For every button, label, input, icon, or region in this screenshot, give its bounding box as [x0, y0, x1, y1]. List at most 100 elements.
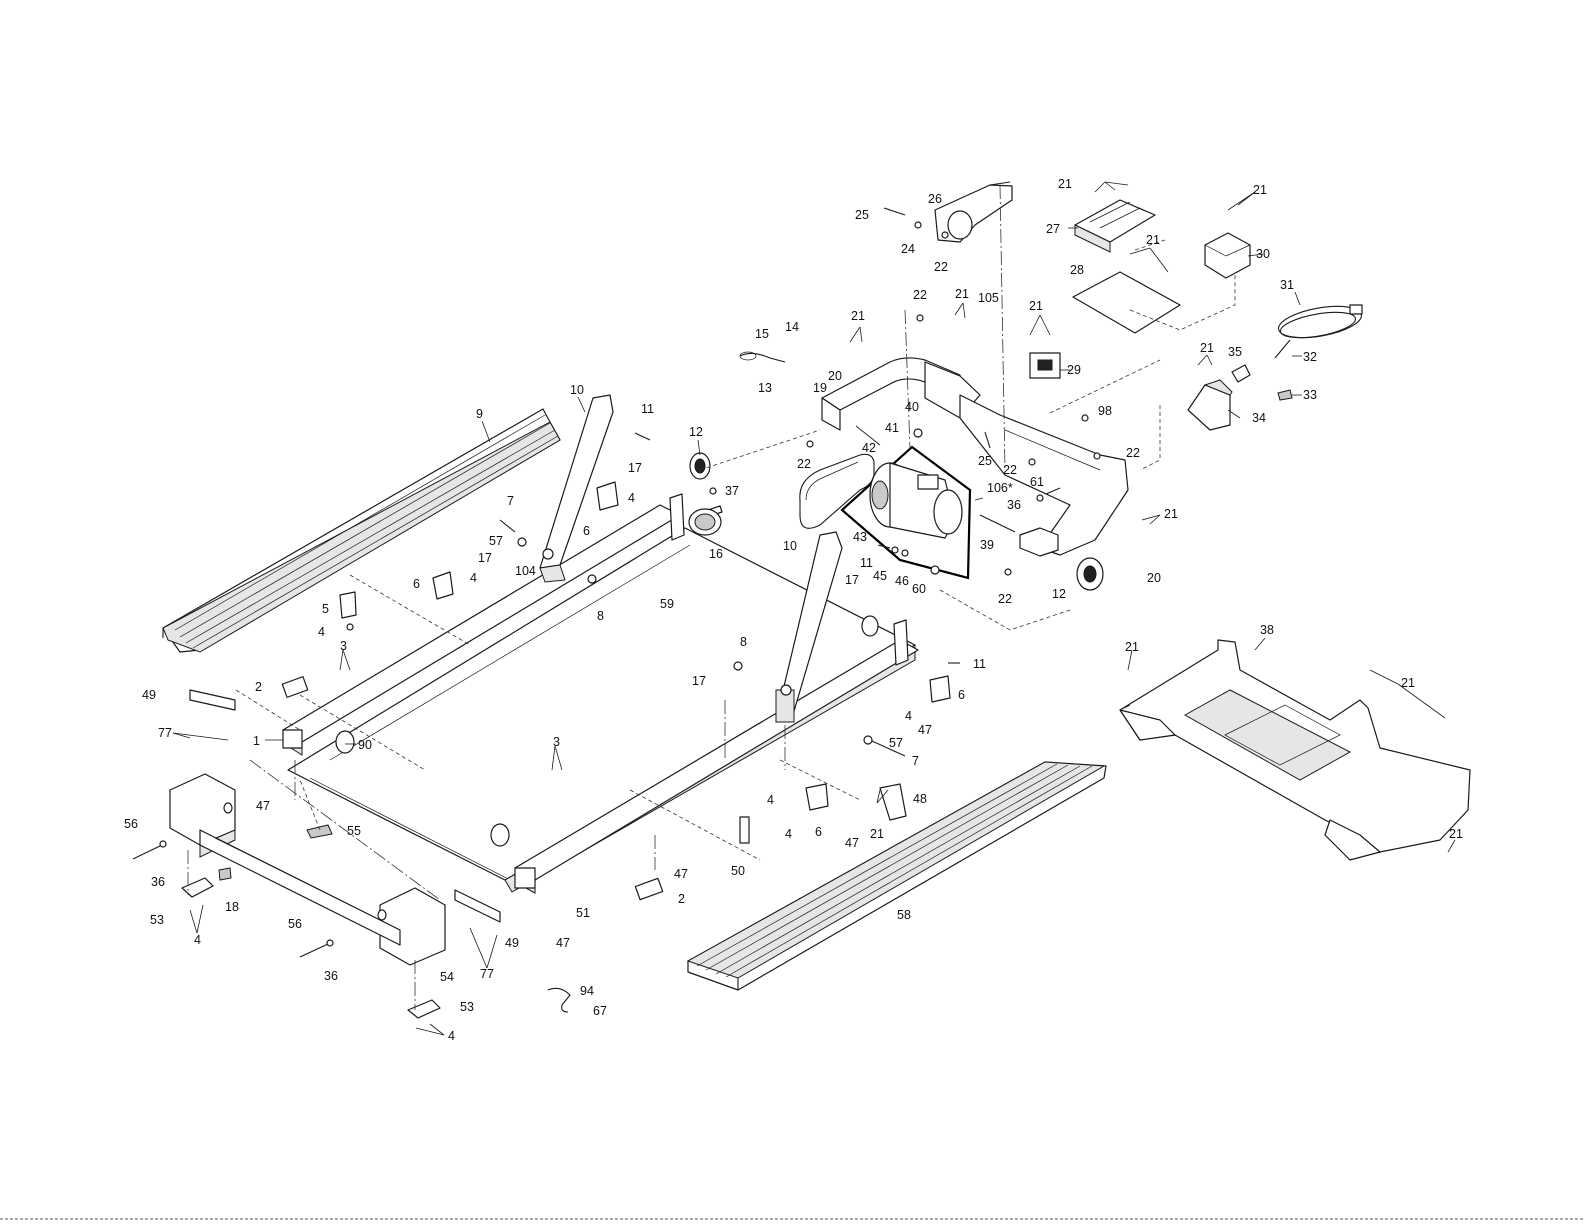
callout-12: 12 [689, 425, 703, 439]
callout-54: 54 [440, 970, 454, 984]
callout-11: 11 [860, 556, 873, 570]
callout-22: 22 [1003, 463, 1017, 477]
callout-94: 94 [580, 984, 594, 998]
callout-8: 8 [597, 609, 604, 623]
callout-50: 50 [731, 864, 745, 878]
callout-7: 7 [912, 754, 919, 768]
callout-12: 12 [1052, 587, 1066, 601]
callout-20: 20 [828, 369, 842, 383]
callout-22: 22 [934, 260, 948, 274]
fasteners [132, 207, 1101, 1013]
callout-3: 3 [553, 735, 560, 749]
part-29-choke [1029, 352, 1061, 379]
callout-21: 21 [1200, 341, 1214, 355]
callout-2: 2 [255, 680, 262, 694]
callout-6: 6 [815, 825, 822, 839]
leader-lines [172, 181, 1456, 1036]
part-42-drive-belt [799, 453, 875, 529]
part-53-feet [181, 877, 441, 1019]
callout-49: 49 [505, 936, 519, 950]
callout-1: 1 [253, 734, 260, 748]
callout-2: 2 [678, 892, 685, 906]
callout-4: 4 [767, 793, 774, 807]
callout-4: 4 [785, 827, 792, 841]
callout-21: 21 [955, 287, 969, 301]
callout-47: 47 [674, 867, 688, 881]
callout-28: 28 [1070, 263, 1084, 277]
part-26-incline-motor [934, 181, 1013, 243]
callout-32: 32 [1303, 350, 1317, 364]
small-brackets [189, 481, 951, 923]
callout-17: 17 [628, 461, 642, 475]
callout-57: 57 [889, 736, 903, 750]
callout-47: 47 [845, 836, 859, 850]
assembly-lines [187, 184, 1236, 1010]
callout-16: 16 [709, 547, 723, 561]
callout-77: 77 [480, 967, 494, 981]
callout-53: 53 [460, 1000, 474, 1014]
callout-38: 38 [1260, 623, 1274, 637]
part-35-switch [1231, 364, 1251, 383]
callout-90: 90 [358, 738, 372, 752]
callout-40: 40 [905, 400, 919, 414]
callout-5: 5 [322, 602, 329, 616]
callout-51: 51 [576, 906, 590, 920]
callout-22: 22 [1126, 446, 1140, 460]
callout-25: 25 [978, 454, 992, 468]
callout-106: 106* [987, 481, 1013, 495]
callout-49: 49 [142, 688, 156, 702]
callout-6: 6 [583, 524, 590, 538]
callout-3: 3 [340, 639, 347, 653]
callout-21: 21 [1164, 507, 1178, 521]
callout-61: 61 [1030, 475, 1044, 489]
callout-20: 20 [1147, 571, 1161, 585]
callout-10: 10 [570, 383, 584, 397]
callout-17: 17 [692, 674, 706, 688]
callout-56: 56 [288, 917, 302, 931]
callout-11: 11 [973, 657, 986, 671]
callout-4: 4 [194, 933, 201, 947]
callout-41: 41 [885, 421, 899, 435]
callout-37: 37 [725, 484, 739, 498]
callout-13: 13 [758, 381, 772, 395]
callout-36: 36 [151, 875, 165, 889]
part-27-controller [1074, 199, 1156, 253]
callout-21: 21 [1125, 640, 1139, 654]
callout-36: 36 [324, 969, 338, 983]
callout-39: 39 [980, 538, 994, 552]
callout-10: 10 [783, 539, 797, 553]
callout-104: 104 [515, 564, 536, 578]
callout-4: 4 [318, 625, 325, 639]
part-58-right-rail [686, 761, 1107, 991]
part-33-strain-relief [1277, 389, 1293, 401]
callout-46: 46 [895, 574, 909, 588]
callout-35: 35 [1228, 345, 1242, 359]
callout-4: 4 [905, 709, 912, 723]
callout-17: 17 [478, 551, 492, 565]
callout-42: 42 [862, 441, 876, 455]
callout-4: 4 [448, 1029, 455, 1043]
callout-21: 21 [870, 827, 884, 841]
callout-25: 25 [855, 208, 869, 222]
callout-34: 34 [1252, 411, 1266, 425]
callout-47: 47 [556, 936, 570, 950]
callout-labels: 9 10 11 12 17 4 37 7 57 6 16 17 104 6 4 … [124, 177, 1463, 1043]
part-10-left-upright [539, 394, 614, 583]
part-30-filter [1204, 232, 1251, 279]
callout-15: 15 [755, 327, 769, 341]
callout-30: 30 [1256, 247, 1270, 261]
callout-18: 18 [225, 900, 239, 914]
callout-21: 21 [1401, 676, 1415, 690]
callout-21: 21 [1058, 177, 1072, 191]
callout-36: 36 [1007, 498, 1021, 512]
callout-105: 105 [978, 291, 999, 305]
callout-59: 59 [660, 597, 674, 611]
callout-7: 7 [507, 494, 514, 508]
callout-56: 56 [124, 817, 138, 831]
callout-22: 22 [797, 457, 811, 471]
callout-29: 29 [1067, 363, 1081, 377]
part-31-power-cord [1274, 304, 1363, 359]
callout-21: 21 [1449, 827, 1463, 841]
callout-17: 17 [845, 573, 859, 587]
